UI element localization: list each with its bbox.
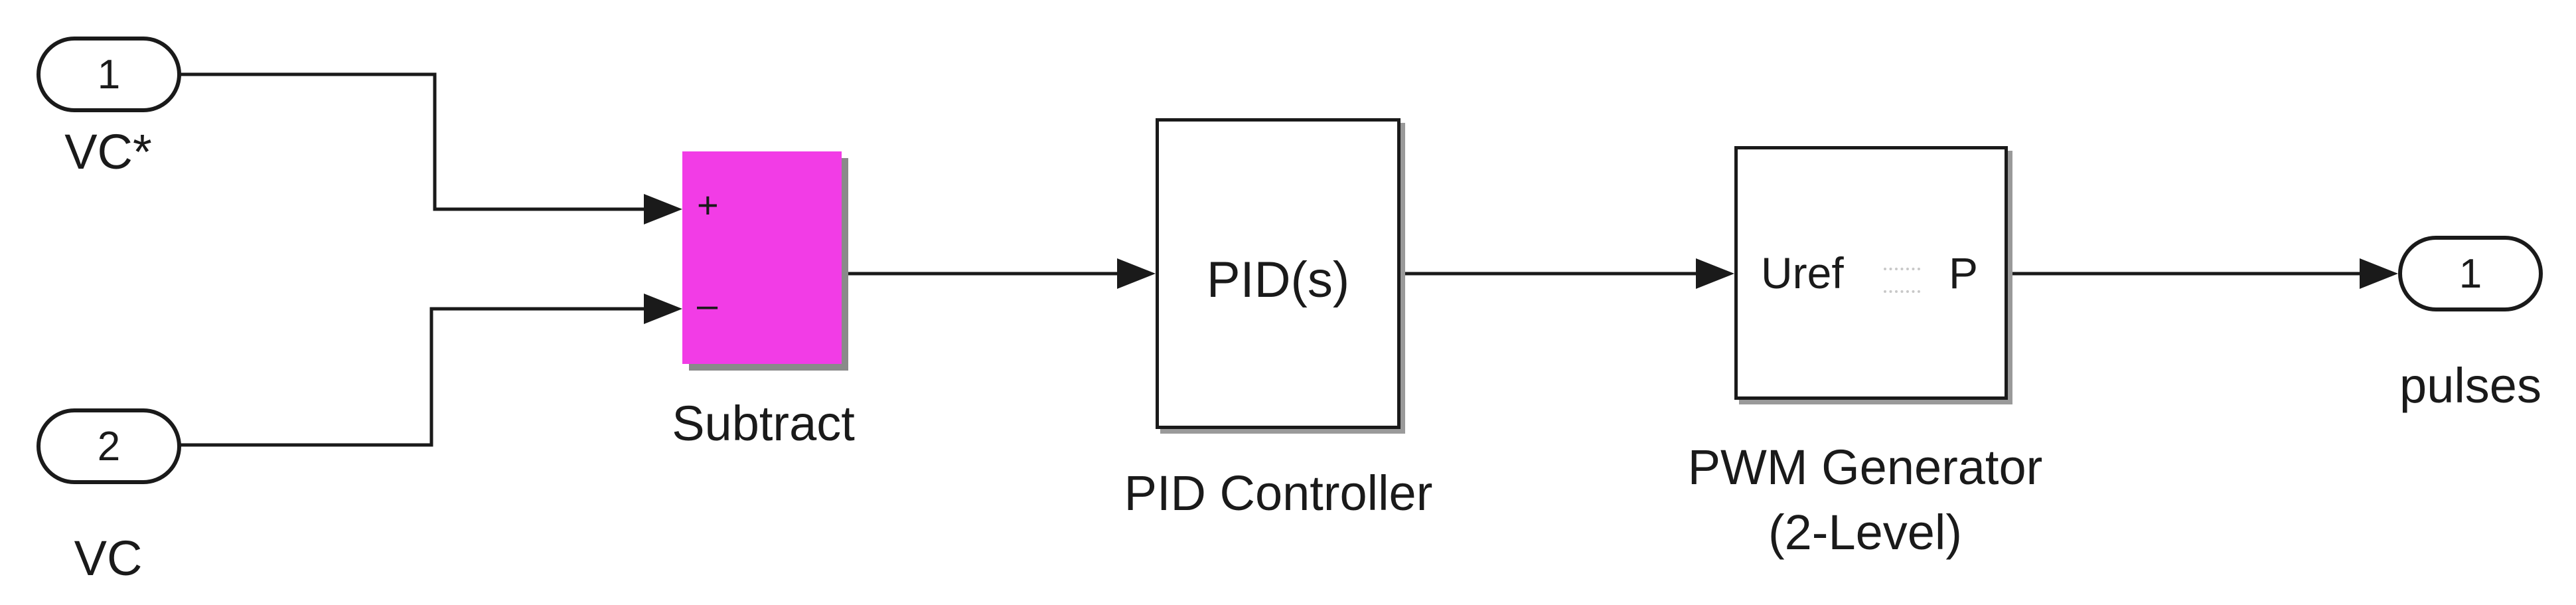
pid-block-text: PID(s) [1206,252,1350,308]
outport-1-number: 1 [2459,250,2482,297]
inport-1[interactable]: 1 [37,37,181,112]
plus-sign: + [697,184,719,226]
pwm-input-port-label: Uref [1761,248,1844,298]
arrowhead-plus [644,194,682,224]
arrowhead-minus [644,294,682,324]
line-vcstar-to-plus [181,72,650,211]
inport-1-label: VC* [64,124,152,179]
pwm-label-line1: PWM Generator [1687,440,2043,495]
inport-1-number: 1 [97,51,121,98]
pwm-generator-label: PWM Generator (2-Level) [1688,435,2043,565]
pwm-label-line2: (2-Level) [1768,505,1962,560]
pwm-output-port-label: P [1948,248,1978,298]
arrowhead-pid-input [1117,258,1156,289]
minus-sign: – [697,284,718,325]
arrowhead-pwm-input [1696,258,1734,289]
subtract-label: Subtract [672,396,855,451]
pid-controller-block[interactable]: PID(s) [1156,118,1401,429]
line-vc-to-minus [181,307,650,447]
arrowhead-outport [2360,258,2398,289]
inport-2-label: VC [74,531,143,586]
pwm-generator-block[interactable]: Uref P [1734,146,2008,400]
inport-2-number: 2 [97,423,121,470]
pid-controller-label: PID Controller [1124,466,1433,521]
inport-2[interactable]: 2 [37,408,181,484]
outport-1[interactable]: 1 [2398,236,2543,311]
pwm-icon [1884,268,1920,293]
subtract-block[interactable]: + – [682,151,842,364]
outport-1-label: pulses [2399,358,2541,413]
